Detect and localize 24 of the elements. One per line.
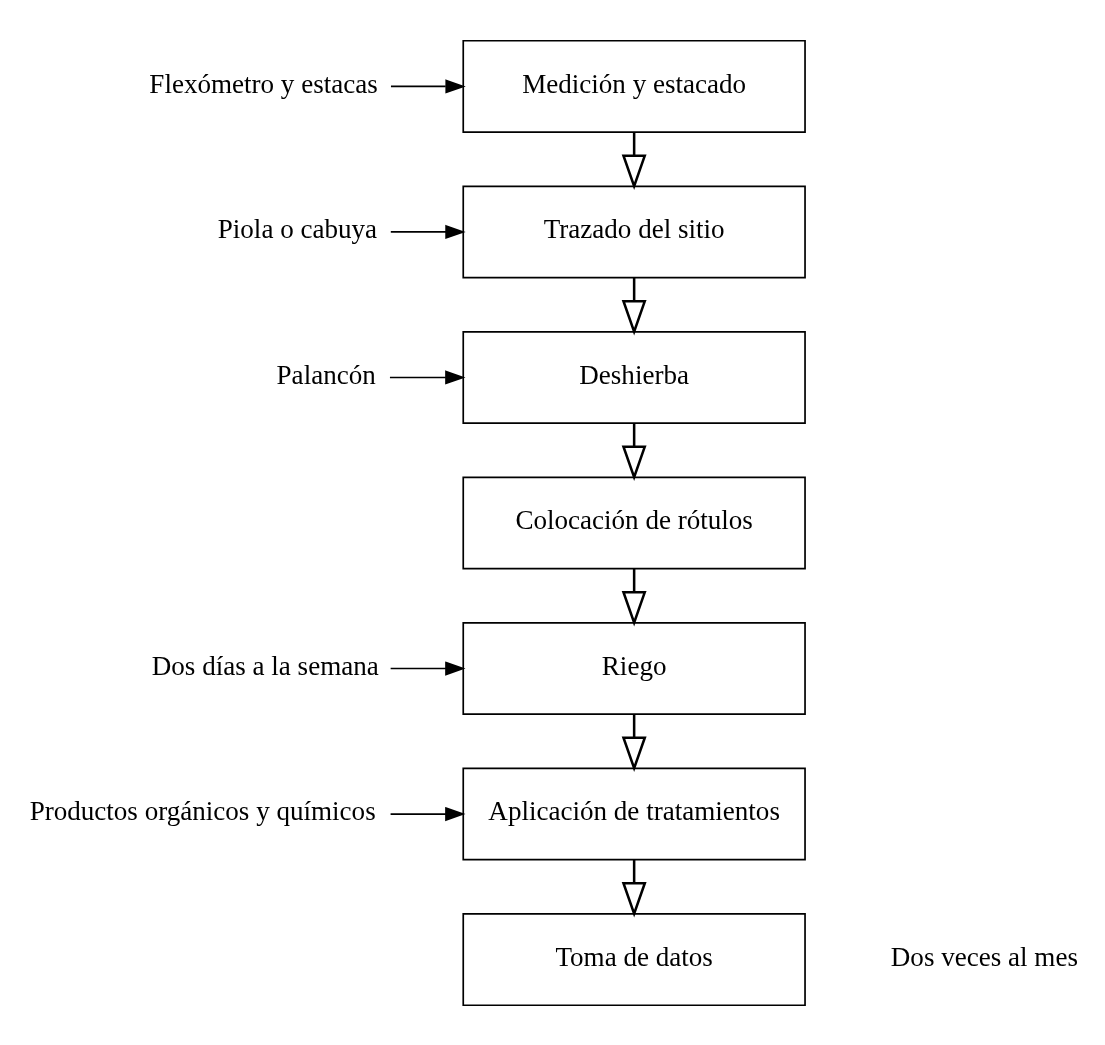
label: Dos veces al mes xyxy=(890,941,1078,972)
node-box: Riego xyxy=(462,621,806,715)
node-box: Trazado del sitio xyxy=(462,184,806,278)
arrow xyxy=(621,422,647,481)
arrow xyxy=(621,713,647,772)
node-text: Dos días a la semana xyxy=(151,650,379,681)
node-box: Toma de datos xyxy=(462,912,806,1006)
arrow xyxy=(389,224,466,239)
arrow xyxy=(389,660,466,676)
node-text: Palancón xyxy=(276,359,376,390)
arrow xyxy=(390,78,466,94)
arrow xyxy=(621,568,647,626)
node-box: Deshierba xyxy=(462,330,806,424)
arrow xyxy=(621,859,647,918)
node-box: Colocación de rótulos xyxy=(462,475,806,570)
node-text: Flexómetro y estacas xyxy=(149,68,378,99)
node-text: Productos orgánicos y químicos xyxy=(29,795,376,826)
arrow xyxy=(389,369,466,385)
arrow xyxy=(389,806,466,821)
node-text: Piola o cabuya xyxy=(217,213,378,244)
arrow xyxy=(621,277,647,335)
node-box: Medición y estacado xyxy=(462,39,806,133)
arrow xyxy=(621,131,647,190)
node-box: Aplicación de tratamientos xyxy=(462,767,806,861)
